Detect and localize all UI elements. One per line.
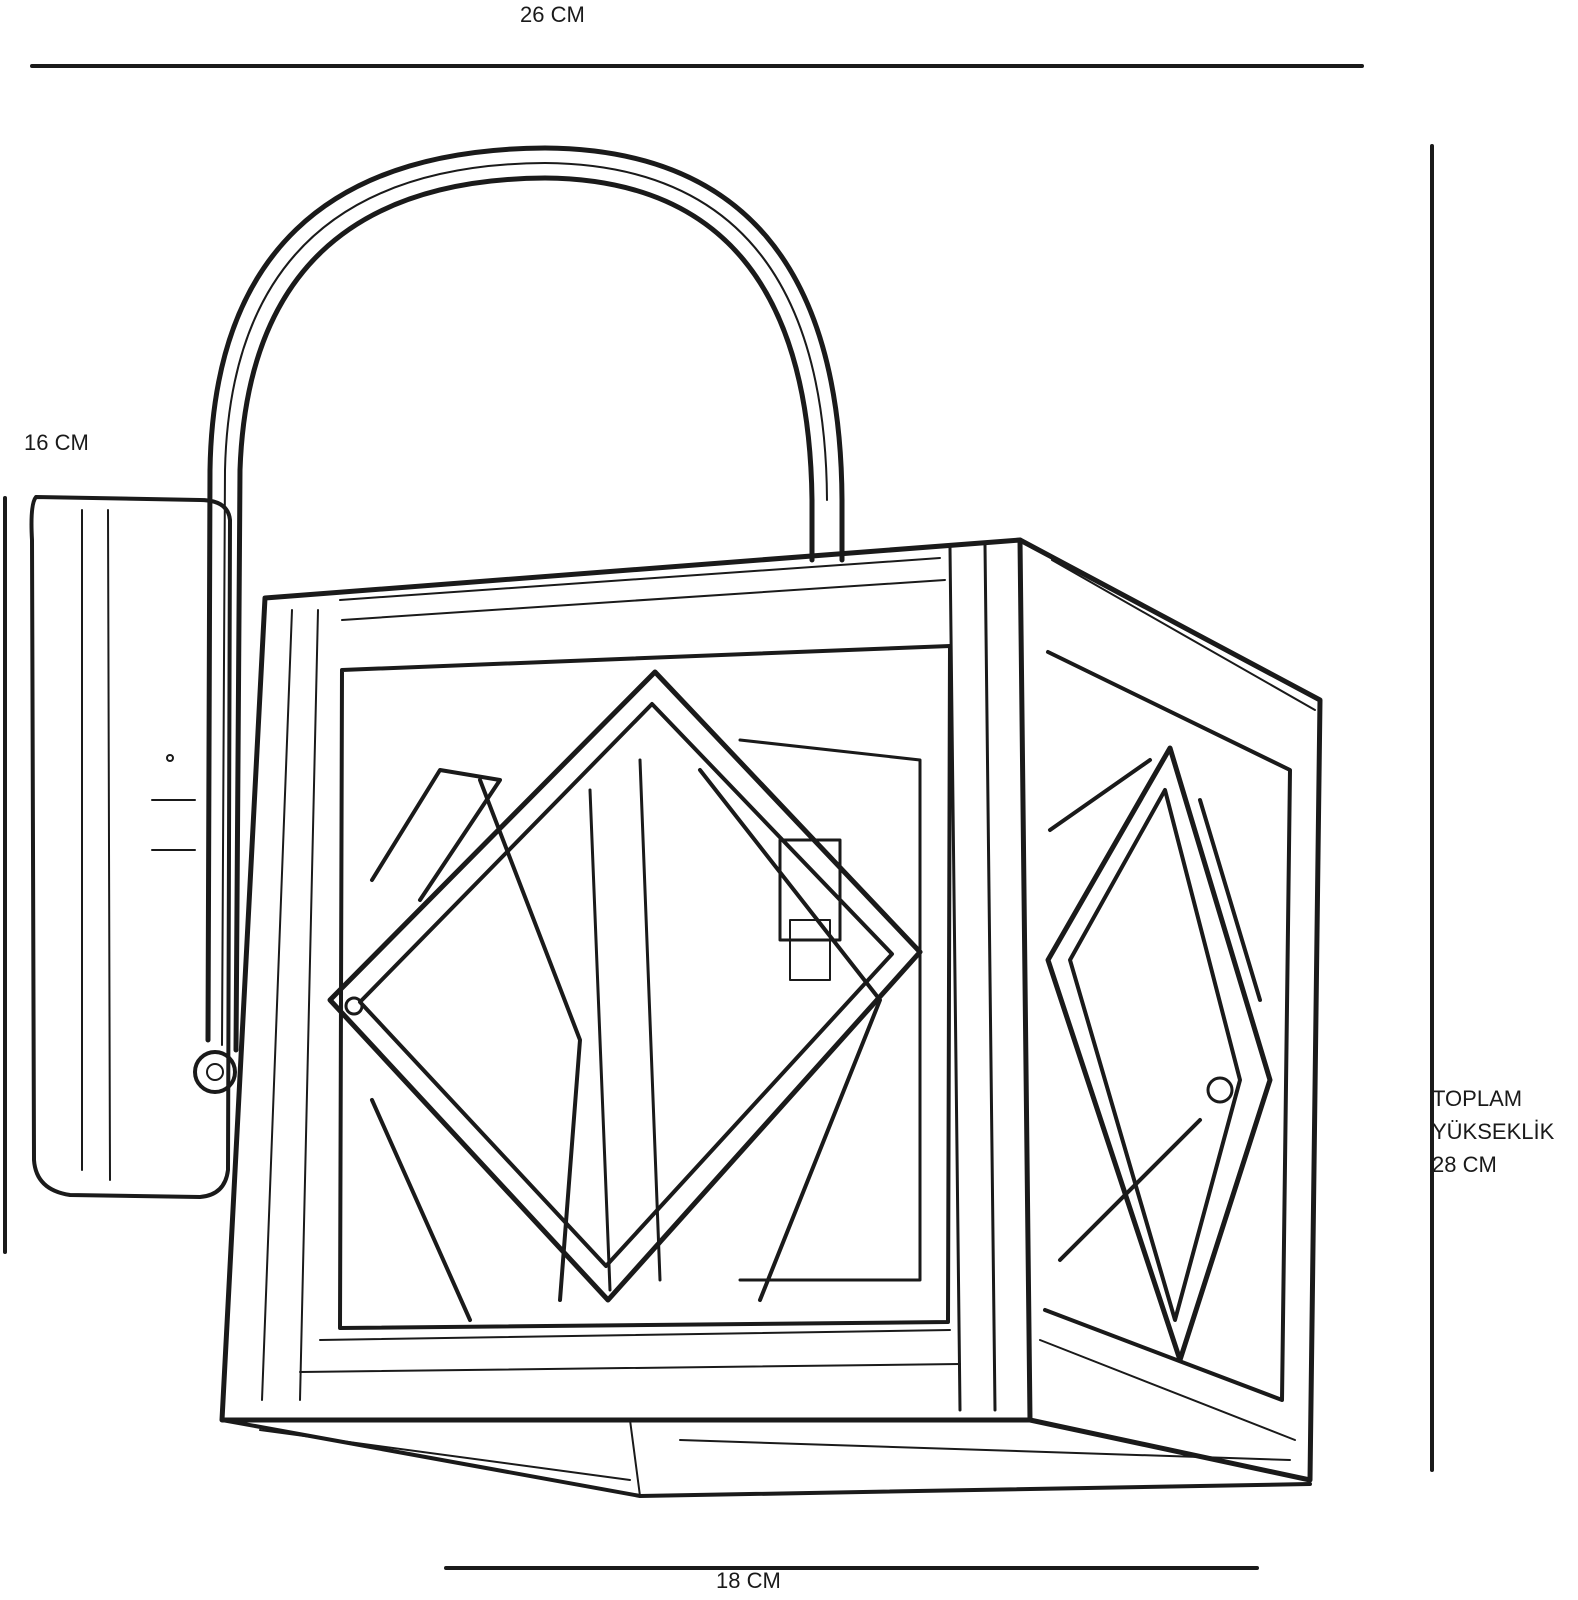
wall-plate-height-label: 16 CM: [24, 430, 89, 455]
total-height-label: TOPLAM YÜKSEKLİK 28 CM: [1432, 1082, 1554, 1181]
lamp-socket: [738, 738, 922, 1282]
bottom-width-label: 18 CM: [716, 1568, 781, 1593]
total-height-label-line2: YÜKSEKLİK: [1432, 1119, 1555, 1144]
front-cross-braces: [370, 758, 882, 1322]
top-width-label: 26 CM: [520, 2, 585, 27]
lantern-bottom: [220, 1418, 1312, 1498]
total-height-label-line3: 28 CM: [1432, 1152, 1497, 1177]
side-cross-braces: [1048, 758, 1262, 1262]
lantern-side-frame: [1017, 537, 1323, 1483]
lantern-front-frame: [219, 537, 1033, 1423]
front-diamond-frame: [327, 669, 923, 1303]
wall-plate: [29, 495, 232, 1199]
side-diamond-frame: [1045, 745, 1273, 1363]
total-height-label-line1: TOPLAM: [1432, 1086, 1523, 1111]
arched-arm: [193, 145, 845, 1094]
